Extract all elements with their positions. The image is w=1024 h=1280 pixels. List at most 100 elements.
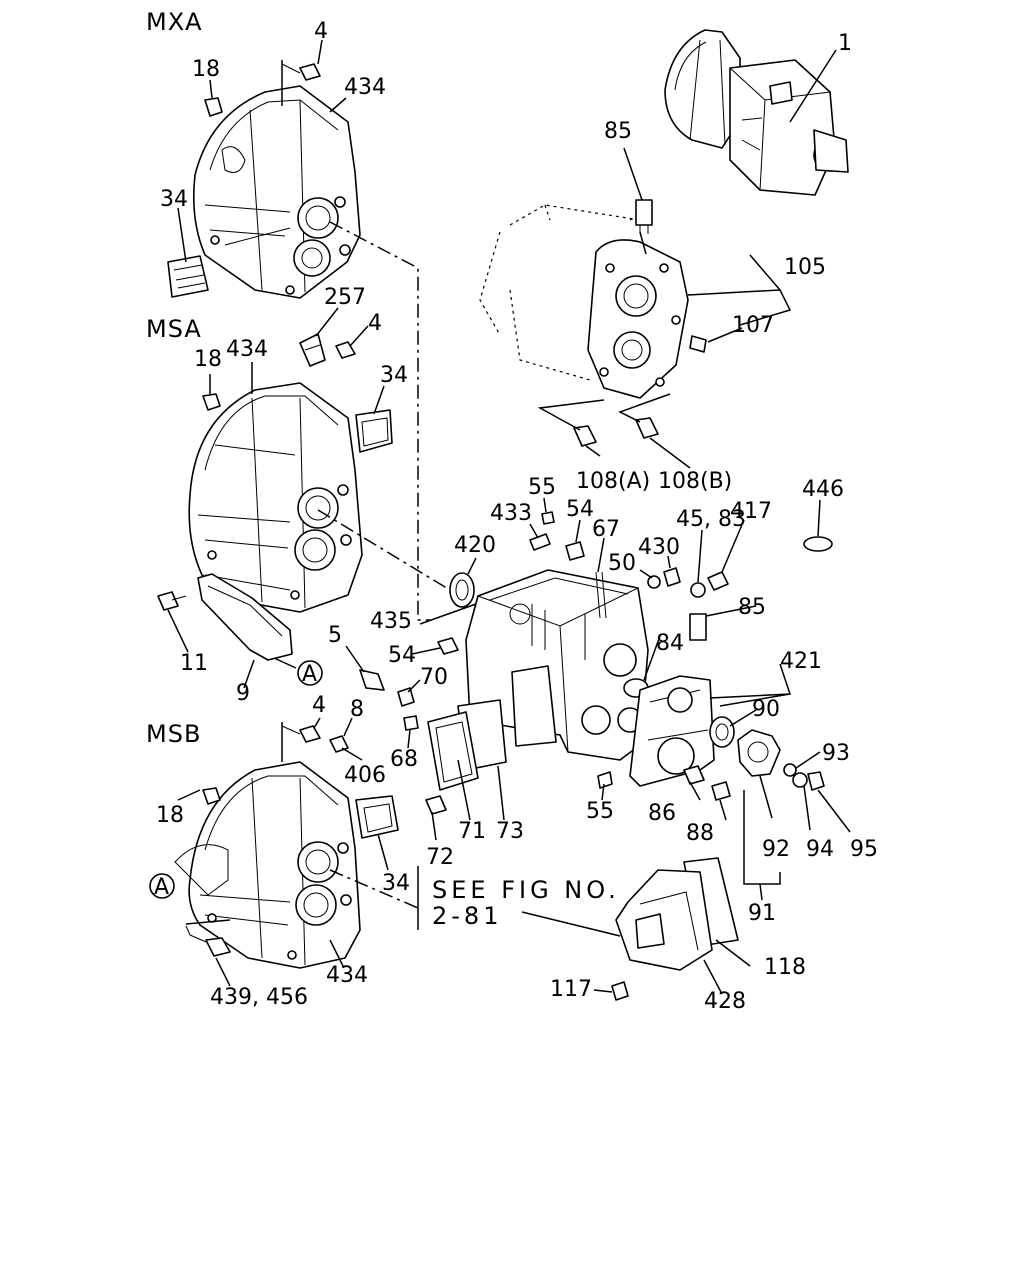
nut-417 <box>707 571 729 591</box>
flange-92 <box>737 729 781 777</box>
see-fig-note-line2: 2-81 <box>432 902 502 930</box>
part-label: 4 <box>312 693 326 718</box>
washer-94 <box>792 772 808 788</box>
nut-8 <box>329 735 349 753</box>
part-label: 118 <box>764 955 806 980</box>
part-label: 18 <box>194 347 222 372</box>
bolt-54-lower <box>437 637 459 655</box>
part-label: 433 <box>490 501 532 526</box>
part-label: 439, 456 <box>210 985 308 1010</box>
spring-433 <box>529 533 551 551</box>
bolt-4-mxa <box>281 63 321 81</box>
plug-70 <box>397 687 415 707</box>
part-label: 435 <box>370 609 412 634</box>
part-label: 55 <box>586 799 614 824</box>
bolt-88 <box>711 781 731 801</box>
part-label: 91 <box>748 901 776 926</box>
part-label: 93 <box>822 741 850 766</box>
stud-18-msa <box>202 393 221 411</box>
part-label: 88 <box>686 821 714 846</box>
bolt-54-upper <box>565 541 585 561</box>
part-label: 105 <box>784 255 826 280</box>
dust-boot-34-msa <box>355 409 393 453</box>
dust-boot-34-mxa <box>167 255 209 298</box>
part-label: 54 <box>388 643 416 668</box>
washer-45-83 <box>690 582 706 598</box>
sensor-85-upper <box>635 199 653 234</box>
part-label: 4 <box>368 311 382 336</box>
callout-a-upper: A <box>297 660 323 687</box>
part-label: 54 <box>566 497 594 522</box>
part-label: 84 <box>656 631 684 656</box>
pto-unit-428 <box>615 869 713 971</box>
part-label: 67 <box>592 517 620 542</box>
part-label: 9 <box>236 681 250 706</box>
part-label: 45, 83 <box>676 507 746 532</box>
bolt-117 <box>611 981 629 1001</box>
stud-67 <box>595 571 607 619</box>
section-title-msa: MSA <box>146 315 202 343</box>
clutch-housing-msa <box>188 382 363 613</box>
switch-5 <box>359 669 385 691</box>
engine-outline <box>479 204 641 381</box>
plug-55-upper <box>541 511 555 525</box>
part-label: 72 <box>426 845 454 870</box>
part-label: 34 <box>382 871 410 896</box>
adapter-plate-105 <box>587 239 689 399</box>
part-label: 55 <box>528 475 556 500</box>
dust-boot-34-msb <box>355 795 399 839</box>
part-label: 430 <box>638 535 680 560</box>
part-label: 108(A) <box>576 469 650 494</box>
bracket-257 <box>299 333 326 367</box>
part-label: 94 <box>806 837 834 862</box>
see-fig-note-line1: SEE FIG NO. <box>432 876 620 904</box>
o-ring-446 <box>803 536 833 552</box>
callout-a-lower-letter: A <box>154 875 169 900</box>
bolt-108a <box>573 425 597 447</box>
part-label: 90 <box>752 697 780 722</box>
part-label: 420 <box>454 533 496 558</box>
seal-90 <box>709 716 735 748</box>
part-label: 257 <box>324 285 366 310</box>
part-label: 108(B) <box>658 469 732 494</box>
bolt-11 <box>157 591 187 611</box>
part-label: 406 <box>344 763 386 788</box>
part-label: 421 <box>780 649 822 674</box>
bolt-4-msb <box>281 725 321 743</box>
oil-seal-420 <box>449 572 475 608</box>
section-title-mxa: MXA <box>146 8 203 36</box>
cover-plate-9 <box>197 573 293 661</box>
bolt-439-456 <box>185 925 231 957</box>
callout-a-lower: A <box>149 873 175 900</box>
part-label: 11 <box>180 651 208 676</box>
part-label: 1 <box>838 31 852 56</box>
part-label: 446 <box>802 477 844 502</box>
part-label: 86 <box>648 801 676 826</box>
part-label: 434 <box>344 75 386 100</box>
callout-a-upper-letter: A <box>302 662 317 687</box>
part-label: 34 <box>380 363 408 388</box>
part-label: 95 <box>850 837 878 862</box>
part-label: 4 <box>314 19 328 44</box>
bolt-108b <box>635 417 659 439</box>
side-cover-71 <box>427 711 479 791</box>
part-label: 5 <box>328 623 342 648</box>
part-label: 73 <box>496 819 524 844</box>
part-label: 18 <box>192 57 220 82</box>
part-label: 434 <box>226 337 268 362</box>
part-label: 70 <box>420 665 448 690</box>
part-label: 417 <box>730 499 772 524</box>
clutch-housing-mxa <box>192 85 361 299</box>
part-label: 68 <box>390 747 418 772</box>
sensor-85-lower <box>689 613 707 641</box>
o-ring-93 <box>783 763 797 777</box>
transmission-assembly-1 <box>664 29 849 196</box>
part-label: 85 <box>738 595 766 620</box>
plug-55-lower <box>597 771 613 789</box>
transmission-case-435 <box>465 569 649 761</box>
part-label: 92 <box>762 837 790 862</box>
bolt-86 <box>683 765 705 785</box>
part-label: 428 <box>704 989 746 1014</box>
clutch-housing-msb <box>174 761 361 969</box>
part-label: 71 <box>458 819 486 844</box>
